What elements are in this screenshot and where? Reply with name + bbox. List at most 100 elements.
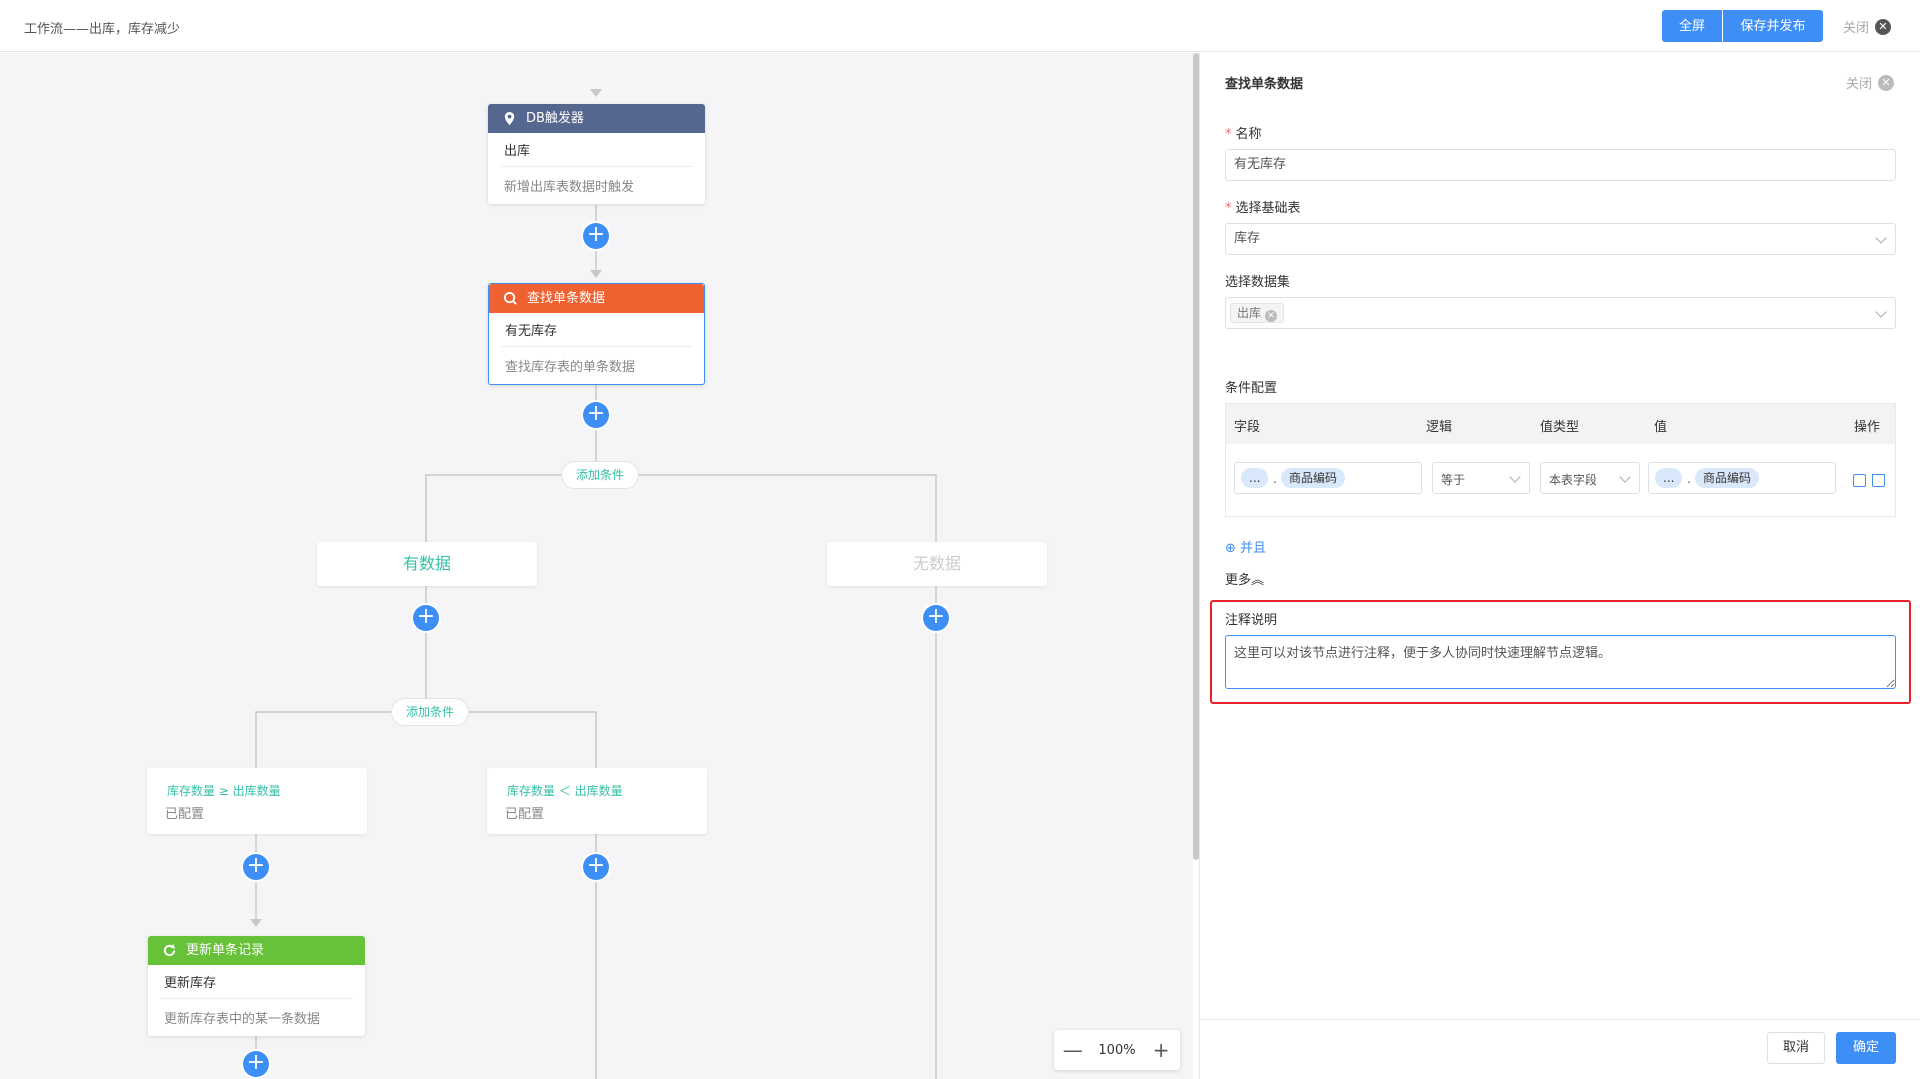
find-node-desc: 查找库存表的单条数据 [505,360,636,375]
field-prefix-pill: ... [1241,468,1269,488]
dataset-tag-label: 出库 [1237,306,1262,320]
chevron-down-icon [1509,471,1521,483]
copy-icon[interactable] [1853,474,1866,487]
dataset-label: 选择数据集 [1225,275,1291,290]
condition-table: 字段 逻辑 值类型 值 操作 ... . 商品编码 等于 本表字段 ... . [1225,403,1896,517]
panel-footer: 取消 确定 [1200,1019,1920,1079]
delete-icon[interactable] [1872,474,1885,487]
condition-branch-a[interactable]: 库存数量 ≥ 出库数量 已配置 [147,768,367,834]
required-mark: * [1225,201,1232,216]
add-node-button[interactable]: + [583,402,609,428]
update-record-node[interactable]: 更新单条记录 更新库存 更新库存表中的某一条数据 [148,936,365,1036]
value-dot: . [1687,472,1691,486]
close-label: 关闭 [1843,21,1870,36]
node-config-panel: 查找单条数据 关闭 ✕ *名称 有无库存 *选择基础表 库存 选择数据集 出库✕… [1199,53,1920,1079]
workflow-title: 工作流——出库，库存减少 [24,22,181,37]
zoom-in-button[interactable]: + [1152,1038,1170,1062]
table-label: *选择基础表 [1225,197,1301,216]
add-node-button[interactable]: + [583,854,609,880]
update-node-subtitle: 更新库存 [160,965,353,999]
workflow-canvas[interactable]: DB触发器 出库 新增出库表数据时触发 + 查找单条数据 有无库存 查找库存表的… [0,53,1193,1079]
note-textarea[interactable]: 这里可以对该节点进行注释，便于多人协同时快速理解节点逻辑。 [1225,635,1896,689]
dataset-select[interactable]: 出库✕ [1225,297,1896,329]
col-value: 值 [1654,420,1668,435]
arrow-head [590,89,602,97]
refresh-icon [163,943,176,957]
col-ops: 操作 [1854,420,1881,435]
canvas-scrollbar[interactable] [1193,53,1199,860]
confirm-button[interactable]: 确定 [1836,1032,1896,1064]
chevron-down-icon [1875,232,1887,244]
arrow-head [250,919,262,927]
zoom-out-button[interactable]: — [1062,1038,1083,1062]
required-mark: * [1225,127,1232,142]
col-value-type: 值类型 [1540,420,1580,435]
panel-close-button[interactable]: 关闭 ✕ [1846,73,1895,92]
highlight-frame [1210,600,1911,704]
name-label: *名称 [1225,123,1262,142]
panel-title: 查找单条数据 [1225,77,1304,92]
close-icon: ✕ [1875,18,1892,35]
name-label-text: 名称 [1235,127,1262,142]
condition-branch-b[interactable]: 库存数量 ＜ 出库数量 已配置 [487,768,707,834]
base-table-select[interactable]: 库存 [1225,223,1896,255]
update-node-desc: 更新库存表中的某一条数据 [164,1012,321,1027]
trigger-node-header: DB触发器 [488,104,705,133]
find-single-node[interactable]: 查找单条数据 有无库存 查找库存表的单条数据 [488,283,705,385]
panel-close-label: 关闭 [1846,77,1873,92]
add-and-condition-button[interactable]: ⊕ 并且 [1225,541,1267,556]
add-node-button[interactable]: + [923,605,949,631]
add-condition-button[interactable]: 添加条件 [391,698,470,726]
top-bar: 工作流——出库，库存减少 全屏 保存并发布 关闭 ✕ [0,0,1920,52]
table-label-text: 选择基础表 [1235,201,1301,216]
value-type-value: 本表字段 [1549,473,1598,487]
field-select[interactable]: ... . 商品编码 [1234,462,1422,494]
condition-status: 已配置 [505,807,545,822]
logic-value: 等于 [1441,473,1466,487]
location-pin-icon [504,111,515,126]
value-select[interactable]: ... . 商品编码 [1648,462,1836,494]
find-node-subtitle: 有无库存 [501,313,692,347]
value-name-pill: 商品编码 [1695,468,1760,488]
condition-config-label: 条件配置 [1225,381,1278,396]
col-logic: 逻辑 [1426,420,1453,435]
condition-table-header: 字段 逻辑 值类型 值 操作 [1226,404,1895,444]
save-publish-button[interactable]: 保存并发布 [1723,10,1823,42]
note-label: 注释说明 [1225,613,1278,628]
value-prefix-pill: ... [1655,468,1683,488]
branch-no-data[interactable]: 无数据 [827,542,1047,586]
cancel-button[interactable]: 取消 [1767,1032,1825,1064]
logic-select[interactable]: 等于 [1432,462,1530,494]
add-node-button[interactable]: + [243,1051,269,1077]
fullscreen-button[interactable]: 全屏 [1662,10,1722,42]
base-table-value: 库存 [1234,231,1261,246]
field-dot: . [1273,472,1277,486]
value-type-select[interactable]: 本表字段 [1540,462,1640,494]
chevron-down-icon [1619,471,1631,483]
field-name-pill: 商品编码 [1281,468,1346,488]
name-input[interactable]: 有无库存 [1225,149,1896,181]
update-node-title: 更新单条记录 [186,943,265,958]
add-node-button[interactable]: + [583,223,609,249]
condition-expression: 库存数量 ≥ 出库数量 [167,784,281,798]
trigger-node-subtitle: 出库 [500,133,693,167]
dataset-tag: 出库✕ [1230,303,1285,323]
add-node-button[interactable]: + [243,854,269,880]
find-node-title: 查找单条数据 [527,291,606,306]
zoom-level: 100% [1098,1042,1136,1058]
tag-remove-icon[interactable]: ✕ [1265,310,1278,322]
search-icon [503,291,517,305]
trigger-node-title: DB触发器 [526,111,584,126]
condition-expression: 库存数量 ＜ 出库数量 [507,784,623,798]
more-toggle[interactable]: 更多︽ [1225,573,1265,588]
branch-has-data[interactable]: 有数据 [317,542,537,586]
find-node-header: 查找单条数据 [489,284,704,313]
trigger-node[interactable]: DB触发器 出库 新增出库表数据时触发 [488,104,705,204]
trigger-node-desc: 新增出库表数据时触发 [504,180,635,195]
update-node-header: 更新单条记录 [148,936,365,965]
col-field: 字段 [1234,420,1261,435]
add-condition-button[interactable]: 添加条件 [561,461,640,489]
add-node-button[interactable]: + [413,605,439,631]
close-icon: ✕ [1878,74,1895,91]
close-workflow-button[interactable]: 关闭 ✕ [1843,17,1892,36]
